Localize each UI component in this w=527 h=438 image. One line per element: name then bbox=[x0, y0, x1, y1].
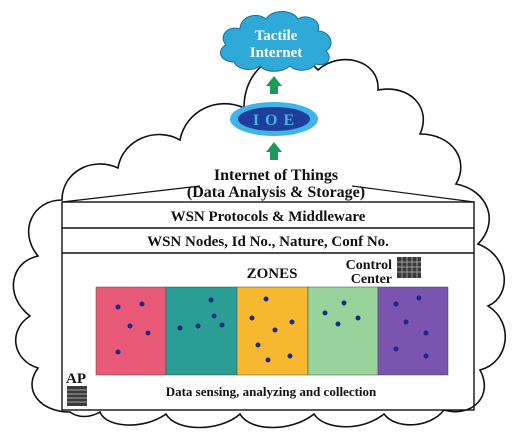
zone-3 bbox=[236, 286, 309, 376]
sensor-node bbox=[265, 357, 271, 363]
up-arrow-icon bbox=[266, 76, 282, 94]
sensor-node bbox=[127, 323, 133, 329]
tactile-label-line1: Tactile bbox=[255, 28, 298, 44]
sensor-node bbox=[249, 315, 255, 321]
sensor-node bbox=[115, 349, 121, 355]
layer-nodes: WSN Nodes, Id No., Nature, Conf No. bbox=[147, 234, 389, 250]
tactile-internet-cloud bbox=[219, 11, 332, 72]
sensor-node bbox=[423, 330, 429, 336]
layer-stack bbox=[61, 201, 475, 411]
sensor-nodes bbox=[115, 295, 429, 363]
zone-5 bbox=[377, 286, 449, 376]
sensor-node bbox=[423, 353, 429, 359]
sensor-node bbox=[195, 323, 201, 329]
zones-title: ZONES bbox=[247, 266, 298, 282]
sensor-node bbox=[145, 330, 151, 336]
ioe-ellipse bbox=[230, 102, 318, 136]
sensor-node bbox=[255, 342, 261, 348]
up-arrow-icon bbox=[266, 142, 282, 160]
control-center-line1: Control bbox=[346, 258, 393, 273]
sensor-node bbox=[289, 319, 295, 325]
iot-title: Internet of Things bbox=[214, 167, 338, 184]
zone-2 bbox=[165, 286, 238, 376]
sensor-node bbox=[335, 321, 341, 327]
sensor-node bbox=[139, 301, 145, 307]
ap-label: AP bbox=[66, 371, 86, 387]
ioe-label: I O E bbox=[253, 112, 295, 129]
sensor-node bbox=[322, 310, 328, 316]
sensor-node bbox=[219, 322, 225, 328]
layer-protocols: WSN Protocols & Middleware bbox=[171, 209, 366, 225]
tactile-label-line2: Internet bbox=[250, 45, 303, 61]
sensor-node bbox=[393, 346, 399, 352]
sensor-node bbox=[263, 296, 269, 302]
access-point-icon bbox=[67, 386, 87, 406]
footer-caption: Data sensing, analyzing and collection bbox=[166, 384, 377, 399]
sensor-node bbox=[272, 327, 278, 333]
control-center-grid-icon bbox=[397, 257, 421, 278]
sensor-node bbox=[341, 300, 347, 306]
zone-1 bbox=[95, 286, 167, 376]
sensor-node bbox=[208, 297, 214, 303]
control-center-line2: Center bbox=[351, 272, 392, 287]
sensor-node bbox=[416, 295, 422, 301]
sensor-node bbox=[115, 304, 121, 310]
sensor-node bbox=[393, 301, 399, 307]
sensor-node bbox=[177, 325, 183, 331]
sensor-node bbox=[211, 313, 217, 319]
zone-4 bbox=[307, 286, 379, 376]
sensor-node bbox=[403, 319, 409, 325]
iot-subtitle: (Data Analysis & Storage) bbox=[187, 184, 365, 201]
sensor-node bbox=[287, 353, 293, 359]
sensor-node bbox=[355, 315, 361, 321]
